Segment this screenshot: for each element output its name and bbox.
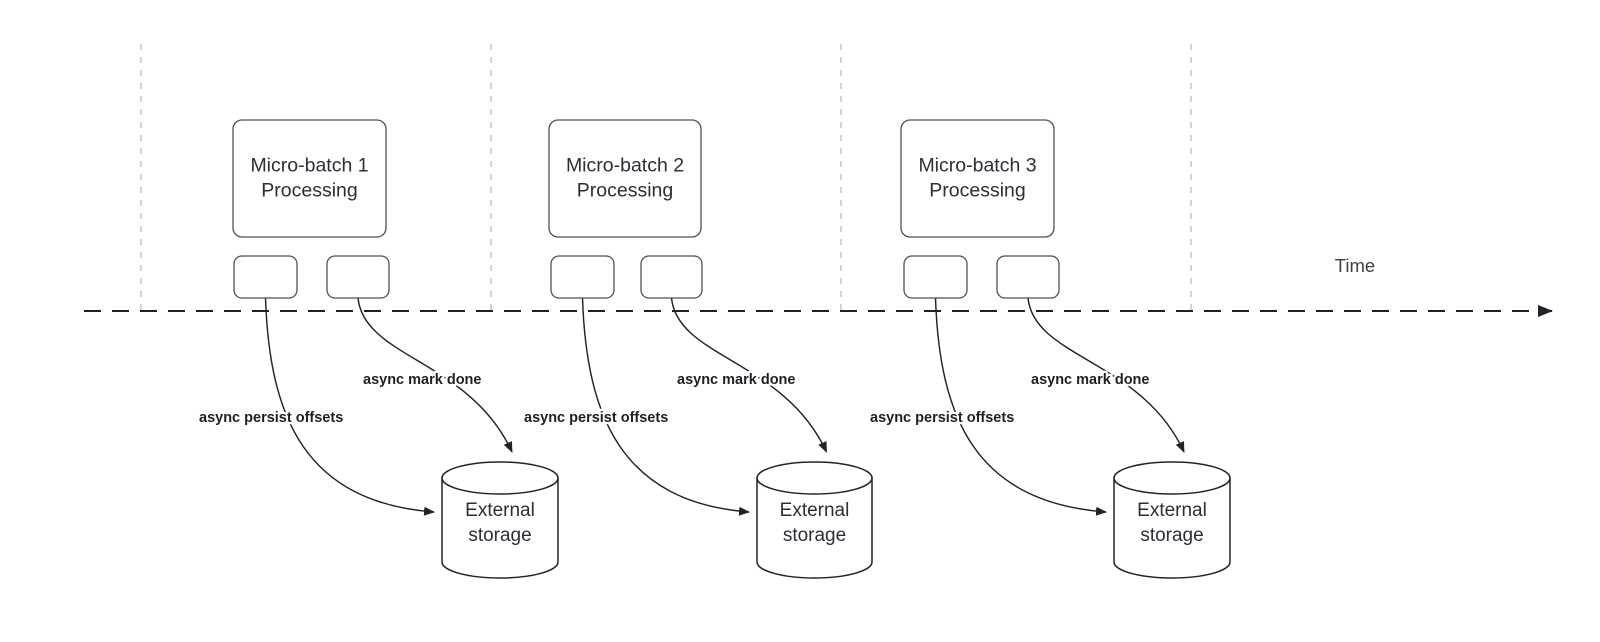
external-storage-label-line1-1: External [465, 500, 535, 521]
external-storage-label-line2-2: storage [783, 525, 846, 546]
micro-batch-box-1[interactable] [232, 119, 387, 238]
persist-marker-1[interactable] [233, 255, 298, 299]
async-mark-done-1-halo: async mark done [363, 372, 481, 388]
async-persist-offsets-3: async persist offsets [870, 410, 1014, 426]
async-mark-done-3-halo: async mark done [1031, 372, 1149, 388]
persist-marker-3[interactable] [903, 255, 968, 299]
time-axis-label: Time [1335, 255, 1375, 276]
external-storage-cylinder-top-3 [1113, 461, 1231, 495]
micro-batch-label-line2-2: Processing [577, 180, 673, 202]
micro-batch-label-line1-1: Micro-batch 1 [250, 155, 368, 177]
external-storage-cylinder-1[interactable] [441, 477, 559, 579]
external-storage-label-line2-3: storage [1140, 525, 1203, 546]
micro-batch-label-line1-2: Micro-batch 2 [566, 155, 684, 177]
external-storage-cylinder-2[interactable] [756, 477, 873, 579]
connector-arrows [264, 297, 1185, 516]
external-storage-cylinder-3[interactable] [1113, 477, 1231, 579]
async-mark-done-arrow-1 [357, 297, 513, 453]
async-persist-offsets-2: async persist offsets [524, 410, 668, 426]
async-persist-offsets-1: async persist offsets [199, 410, 343, 426]
external-storage-label-line1-3: External [1137, 500, 1207, 521]
micro-batch-box-3[interactable] [900, 119, 1055, 238]
phase-separator-lines [140, 44, 1192, 311]
async-persist-offsets-arrow-1 [264, 297, 435, 516]
micro-batch-label-line1-3: Micro-batch 3 [918, 155, 1036, 177]
async-mark-done-2: async mark done [677, 372, 795, 388]
async-mark-done-arrow-2 [670, 297, 828, 453]
external-storage-cylinder-top-2 [756, 461, 873, 495]
external-storage-label-line2-1: storage [468, 525, 531, 546]
external-storage-label-line1-2: External [780, 500, 850, 521]
micro-batch-label-line2-1: Processing [261, 180, 357, 202]
done-marker-3[interactable] [996, 255, 1060, 299]
done-marker-2[interactable] [640, 255, 703, 299]
micro-batch-box-2[interactable] [548, 119, 702, 238]
done-marker-1[interactable] [326, 255, 390, 299]
async-persist-offsets-arrow-3 [934, 297, 1107, 516]
async-persist-offsets-1-halo: async persist offsets [199, 410, 343, 426]
async-mark-done-1: async mark done [363, 372, 481, 388]
persist-marker-2[interactable] [550, 255, 615, 299]
async-persist-offsets-arrow-2 [581, 297, 750, 516]
async-mark-done-2-halo: async mark done [677, 372, 795, 388]
async-persist-offsets-2-halo: async persist offsets [524, 410, 668, 426]
micro-batch-label-line2-3: Processing [929, 180, 1025, 202]
async-mark-done-3: async mark done [1031, 372, 1149, 388]
edge-labels-layer: async mark done async mark done async pers… [197, 370, 1152, 429]
async-persist-offsets-3-halo: async persist offsets [870, 410, 1014, 426]
external-storage-cylinder-top-1 [441, 461, 559, 495]
async-mark-done-arrow-3 [1027, 297, 1185, 453]
